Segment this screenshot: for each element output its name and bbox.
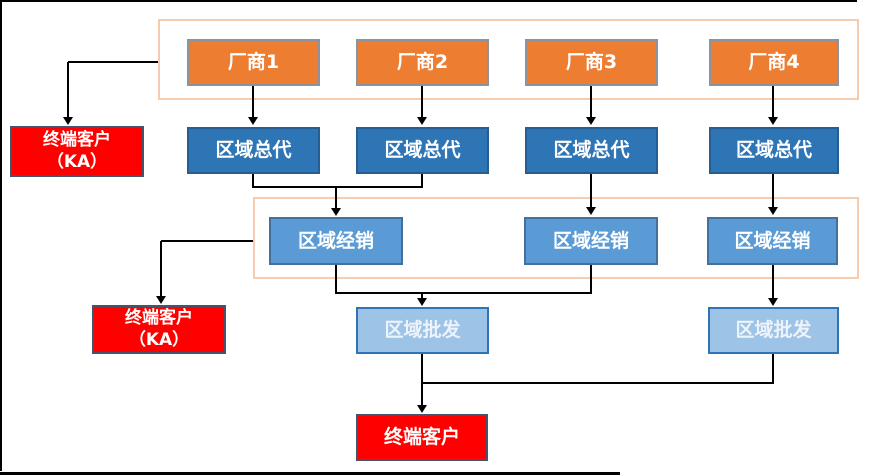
connector-factory4-agent4 — [772, 86, 774, 119]
connector-agents12-merge-h — [252, 186, 423, 188]
general-agent-2-node: 区域总代 — [356, 127, 489, 174]
arrowhead-wholesaler2 — [768, 298, 778, 306]
wholesaler-2-node: 区域批发 — [708, 307, 839, 354]
canvas-border-top — [0, 0, 857, 2]
connector-agent2-merge — [421, 174, 423, 188]
distributor-3-label: 区域经销 — [734, 229, 811, 252]
connector-distributor1-merge — [335, 265, 337, 294]
canvas-border-left — [0, 0, 2, 471]
factory-2-node: 厂商2 — [356, 39, 489, 86]
connector-group1-to-ka1-v — [67, 62, 69, 119]
connector-agent4-distributor3 — [772, 174, 774, 209]
factory-1-node: 厂商1 — [187, 39, 320, 86]
arrowhead-agent1 — [248, 117, 258, 125]
distributor-3-node: 区域经销 — [707, 217, 838, 265]
connector-wholesaler2-join-v — [772, 354, 774, 384]
factory-4-label: 厂商4 — [748, 51, 800, 74]
ka-customer-1-node: 终端客户 （KA） — [10, 126, 144, 177]
connector-factory1-agent1 — [252, 86, 254, 119]
manufacturer-group-outline — [158, 19, 859, 100]
wholesaler-1-node: 区域批发 — [356, 307, 489, 354]
connector-merge-wholesaler1 — [421, 292, 423, 300]
wholesaler-1-label: 区域批发 — [384, 319, 461, 342]
general-agent-3-label: 区域总代 — [553, 139, 630, 162]
arrowhead-endcustomer — [417, 405, 427, 413]
ka-customer-2-line1: 终端客户 — [125, 308, 193, 329]
arrowhead-agent3 — [586, 117, 596, 125]
connector-factory3-agent3 — [590, 86, 592, 119]
distributor-1-label: 区域经销 — [297, 229, 374, 252]
factory-2-label: 厂商2 — [396, 51, 449, 74]
end-customer-label: 终端客户 — [383, 426, 460, 449]
distributor-2-node: 区域经销 — [524, 217, 658, 265]
general-agent-2-label: 区域总代 — [384, 139, 461, 162]
connector-wholesaler2-join-h — [422, 382, 774, 384]
connector-merge-distributor1 — [335, 186, 337, 209]
distributor-2-label: 区域经销 — [552, 229, 629, 252]
connector-group2-to-ka2-v — [160, 241, 162, 297]
arrowhead-distributor1 — [331, 208, 341, 216]
arrowhead-agent4 — [768, 117, 778, 125]
connector-group1-to-ka1-h — [68, 61, 158, 63]
general-agent-4-label: 区域总代 — [735, 139, 812, 162]
connector-distributors12-merge-h — [335, 292, 592, 294]
arrowhead-ka2 — [156, 296, 166, 304]
general-agent-1-label: 区域总代 — [215, 139, 292, 162]
arrowhead-distributor2 — [586, 207, 596, 215]
canvas-border-bottom — [0, 472, 620, 475]
factory-1-label: 厂商1 — [227, 51, 280, 74]
arrowhead-wholesaler1 — [417, 298, 427, 306]
ka-customer-1-line1: 终端客户 — [43, 130, 111, 151]
connector-wholesaler1-endcustomer — [421, 354, 423, 407]
ka-customer-2-line2: （KA） — [128, 329, 190, 350]
connector-factory2-agent2 — [421, 86, 423, 119]
arrowhead-agent2 — [417, 117, 427, 125]
connector-distributor3-wholesaler2 — [772, 265, 774, 300]
connector-agent3-distributor2 — [590, 174, 592, 209]
arrowhead-distributor3 — [768, 207, 778, 215]
factory-4-node: 厂商4 — [709, 39, 839, 86]
connector-group2-to-ka2-h — [161, 240, 253, 242]
connector-distributor2-merge — [590, 265, 592, 294]
general-agent-1-node: 区域总代 — [187, 127, 320, 174]
distributor-group-outline — [253, 197, 859, 279]
factory-3-node: 厂商3 — [525, 39, 658, 86]
wholesaler-2-label: 区域批发 — [735, 319, 812, 342]
factory-3-label: 厂商3 — [565, 51, 618, 74]
ka-customer-1-line2: （KA） — [46, 151, 108, 172]
connector-agent1-merge — [252, 174, 254, 188]
distributor-1-node: 区域经销 — [269, 217, 403, 265]
general-agent-4-node: 区域总代 — [709, 127, 839, 174]
ka-customer-2-node: 终端客户 （KA） — [92, 305, 226, 354]
general-agent-3-node: 区域总代 — [525, 127, 658, 174]
arrowhead-ka1 — [63, 117, 73, 125]
end-customer-node: 终端客户 — [356, 414, 488, 461]
